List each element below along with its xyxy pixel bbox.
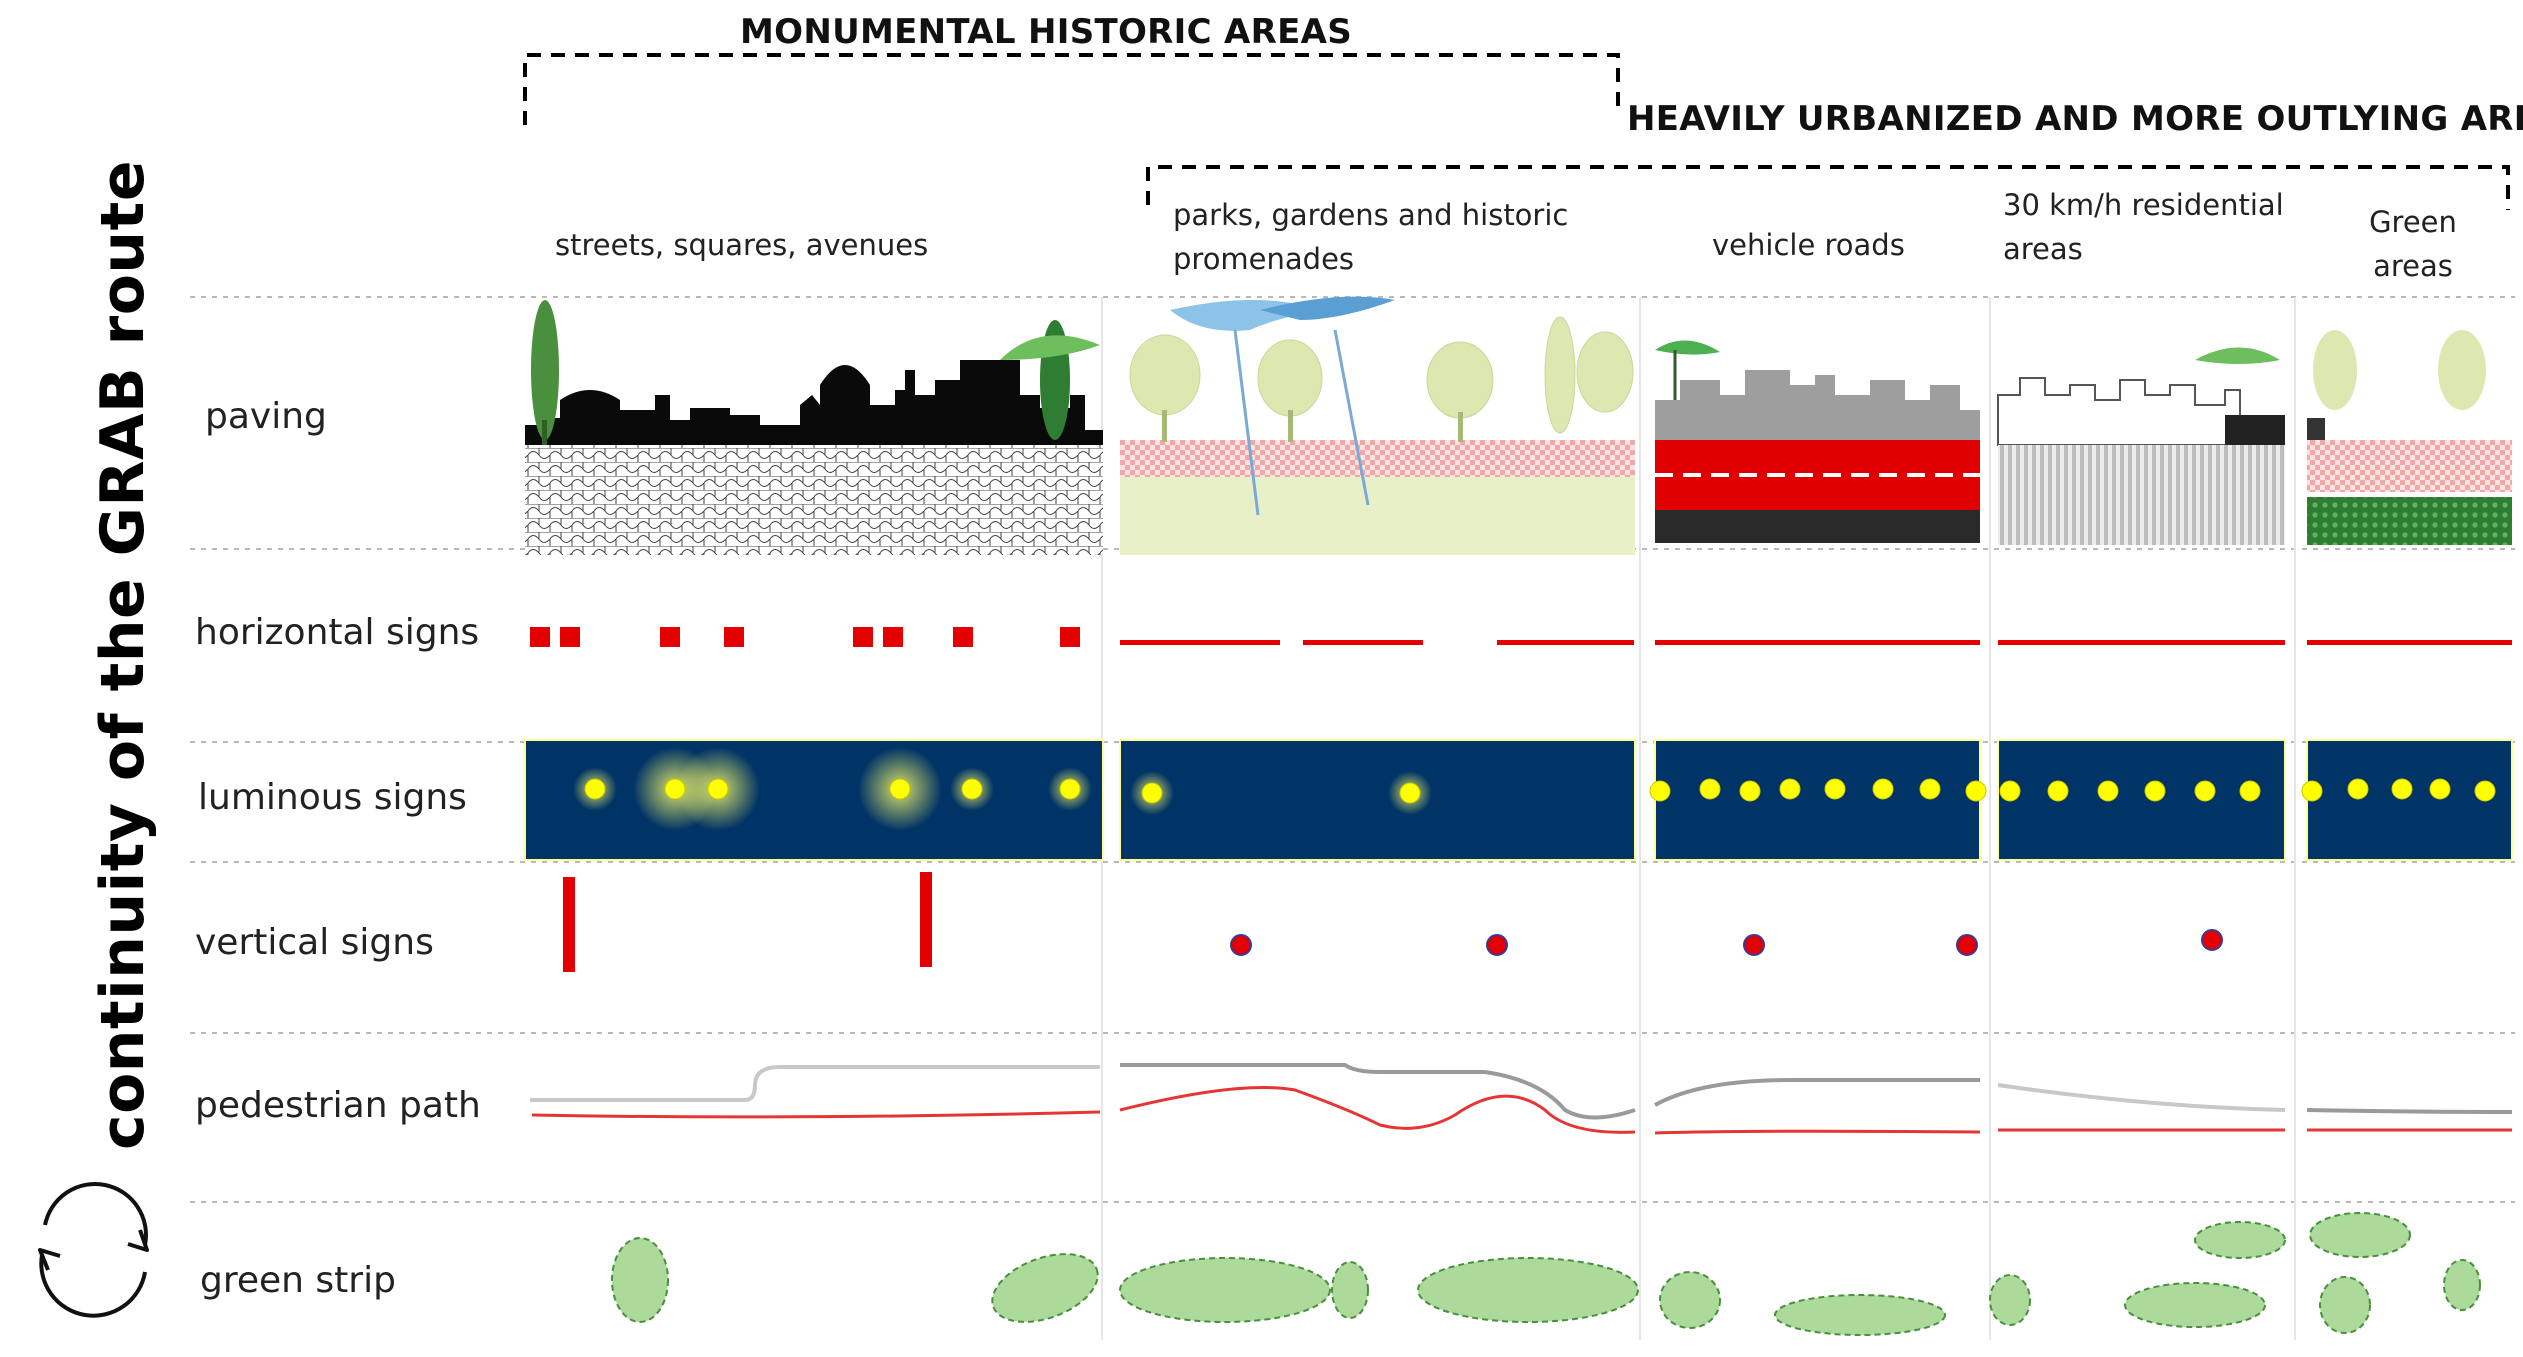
paving-row	[525, 296, 2512, 555]
column-label-green-areas: Green areas	[2369, 205, 2457, 283]
paving-park	[1120, 296, 1635, 555]
cycle-arrows-icon	[38, 1182, 149, 1318]
paving-green	[2307, 330, 2512, 545]
diagram-title: continuity of the GRAB route	[88, 159, 158, 1150]
paving-cobblestone	[525, 300, 1103, 555]
luminous-signs-row	[524, 739, 2513, 861]
row-label-pedestrian-path: pedestrian path	[195, 1085, 481, 1126]
group-header-urbanized: HEAVILY URBANIZED AND MORE OUTLYING AREA…	[1627, 99, 2523, 139]
urbanized-bracket	[1146, 165, 2510, 210]
column-label-streets: streets, squares, avenues	[555, 228, 929, 262]
column-label-parks: parks, gardens and historic promenades	[1173, 198, 1569, 276]
row-label-green-strip: green strip	[200, 1260, 396, 1301]
group-header-monumental: MONUMENTAL HISTORIC AREAS	[740, 12, 1353, 52]
paving-residential	[1997, 347, 2285, 545]
column-label-vehicle-roads: vehicle roads	[1712, 228, 1905, 262]
row-label-paving: paving	[205, 396, 327, 437]
green-strip-row	[611, 1212, 2481, 1336]
monumental-bracket	[523, 53, 1620, 125]
pedestrian-path-row	[530, 1063, 2513, 1135]
row-label-horizontal-signs: horizontal signs	[195, 612, 480, 653]
row-label-luminous-signs: luminous signs	[198, 777, 467, 818]
row-label-vertical-signs: vertical signs	[195, 922, 434, 963]
vertical-signs-row	[563, 872, 2223, 972]
paving-road	[1655, 340, 1980, 543]
horizontal-signs-row	[530, 627, 2512, 647]
column-label-residential: 30 km/h residential areas	[2003, 188, 2284, 266]
